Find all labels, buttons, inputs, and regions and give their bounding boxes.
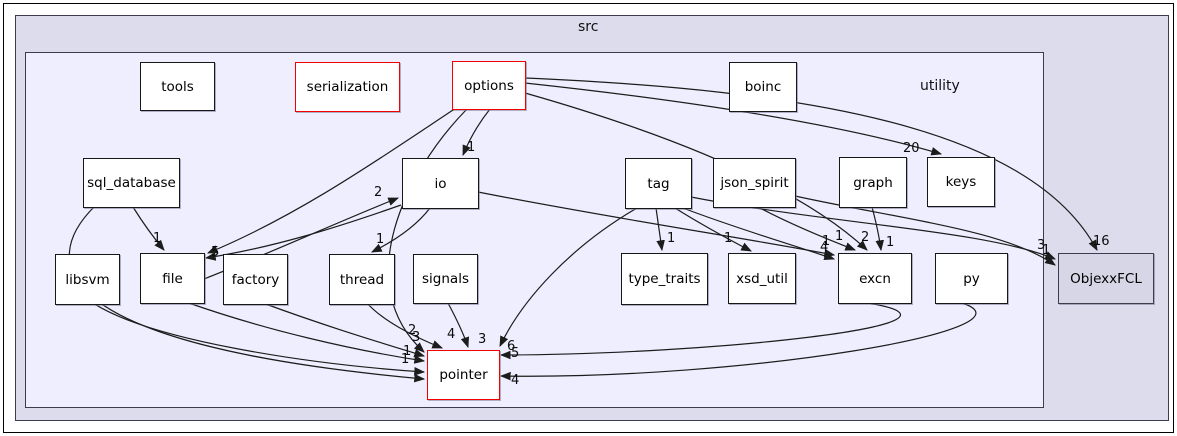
edge-count[interactable]: 4 <box>511 373 519 388</box>
node-tools[interactable]: tools <box>140 62 215 111</box>
edge-count[interactable]: 5 <box>211 245 219 260</box>
edge-count[interactable]: 1 <box>835 229 843 244</box>
node-xsd_util[interactable]: xsd_util <box>728 253 796 304</box>
node-factory[interactable]: factory <box>223 254 288 305</box>
node-io[interactable]: io <box>402 158 479 209</box>
edge-count[interactable]: 1 <box>376 232 384 247</box>
edge-count[interactable]: 1 <box>153 231 161 246</box>
node-graph[interactable]: graph <box>839 157 907 208</box>
edge-count[interactable]: 4 <box>820 240 828 255</box>
edge-count[interactable]: 1 <box>822 234 830 249</box>
node-keys[interactable]: keys <box>927 157 995 207</box>
edge-count[interactable]: 1 <box>886 235 894 250</box>
cluster-utility-label: utility <box>920 78 960 94</box>
edge-count[interactable]: 2 <box>408 323 416 338</box>
node-type_traits[interactable]: type_traits <box>621 253 708 305</box>
edge-count[interactable]: 2 <box>861 230 869 245</box>
edge-count[interactable]: 1 <box>467 140 475 155</box>
node-pointer[interactable]: pointer <box>427 350 500 400</box>
node-objexxfcl[interactable]: ObjexxFCL <box>1058 253 1154 304</box>
node-boinc[interactable]: boinc <box>729 62 797 112</box>
edge-count[interactable]: 2 <box>374 185 382 200</box>
node-py[interactable]: py <box>935 253 1008 304</box>
edge-count[interactable]: 3 <box>412 330 420 345</box>
node-options[interactable]: options <box>452 61 526 110</box>
edge-count[interactable]: 1 <box>667 231 675 246</box>
cluster-src-label: src <box>578 19 599 35</box>
edge-count[interactable]: 1 <box>403 344 411 359</box>
node-signals[interactable]: signals <box>413 254 478 304</box>
node-libsvm[interactable]: libsvm <box>55 254 120 305</box>
edge-count[interactable]: 5 <box>511 346 519 361</box>
node-tag[interactable]: tag <box>625 158 692 209</box>
node-json_spirit[interactable]: json_spirit <box>713 158 796 208</box>
edge-count[interactable]: 3 <box>1037 238 1045 253</box>
node-sql_database[interactable]: sql_database <box>83 158 180 208</box>
edge-count[interactable]: 1 <box>401 352 409 367</box>
node-file[interactable]: file <box>140 253 205 304</box>
node-thread[interactable]: thread <box>329 254 395 305</box>
node-excn[interactable]: excn <box>838 253 912 304</box>
edge-count[interactable]: 3 <box>478 332 486 347</box>
edge-count[interactable]: 4 <box>447 327 455 342</box>
edge-count[interactable]: 16 <box>1093 234 1110 249</box>
edge-count[interactable]: 1 <box>724 231 732 246</box>
edge-count[interactable]: 1 <box>1042 243 1050 258</box>
node-serialization[interactable]: serialization <box>295 62 400 112</box>
edge-count[interactable]: 6 <box>507 339 515 354</box>
edge-count[interactable]: 20 <box>903 141 920 156</box>
